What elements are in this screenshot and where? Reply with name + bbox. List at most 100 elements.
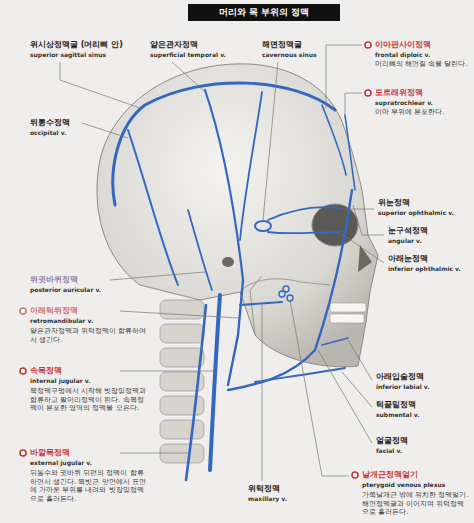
vein [322,338,348,345]
vein [205,90,243,280]
vein [268,207,340,220]
description-note: 머리뼈의 해면질 속을 달린다. [375,60,470,69]
vertebra [160,420,204,439]
vertebra [160,396,204,415]
red-marker [20,308,26,314]
description-note: 이마 부위에 분포한다. [375,108,470,117]
latin-name: occipital v. [30,129,66,137]
latin-name: pterygoid venous plexus [362,481,445,489]
leader-line [82,123,128,138]
orbit [312,204,358,246]
red-marker [365,42,371,48]
vein-name: 아래눈정맥 [388,254,428,264]
latin-name: maxillary v. [248,495,287,503]
latin-name: submental v. [376,411,420,419]
upper-teeth [330,303,366,312]
leader-line [120,453,188,454]
latin-name: retromandibular v. [30,317,93,325]
leader-line [172,62,205,92]
latin-name: superior ophthalmic v. [378,209,454,217]
description-note: 얕은관자정맥과 위턱정맥이 합류하여서 생긴다. [30,327,148,344]
skull-outline [97,64,378,367]
vein [228,280,243,385]
latin-name: inferior labial v. [376,383,430,391]
leader-line [342,209,374,210]
leader-line [348,340,372,380]
vein-name: 턱끝밑정맥 [376,400,416,410]
vertebra [160,300,204,319]
leader-line [263,62,278,220]
veins [113,83,355,480]
vein-name: 위눈정맥 [378,198,410,208]
cavernous-sinus [255,221,271,231]
latin-name: cavernous sinus [262,51,317,59]
latin-name: posterior auricular v. [30,286,101,294]
vertebra [160,444,204,463]
vein-name: 아래턱뒤정맥 [30,306,78,316]
latin-name: facial v. [376,447,402,455]
leader-line [110,272,205,280]
vein-name: 속목정맥 [30,366,62,376]
vein-name: 해면정맥굴 [262,40,302,50]
latin-name: superficial temporal v. [150,51,226,59]
vein-name: 뒤귓바퀴정맥 [30,275,78,285]
vein-name: 바깥목정맥 [30,448,70,458]
vein [345,115,355,190]
vein [228,190,352,390]
description-note: 뒤통수와 귓바퀴 뒤편의 정맥이 합류하면서 생긴다. 목빗근 앞면에서 표면에… [30,469,148,503]
ear-canal [222,257,234,267]
leader-line [342,234,384,263]
latin-name: internal jugular v. [30,377,90,385]
vein [240,302,282,305]
latin-name: supratrochlear v. [375,99,433,107]
vein [255,368,345,382]
mandible-ramus [250,276,262,335]
vein [240,92,262,240]
red-marker [20,368,26,374]
latin-name: external jugular v. [30,459,92,467]
red-marker [352,472,358,478]
leader-line [120,371,213,372]
latin-name: frontal diploic v. [375,51,430,59]
vertebra [160,348,204,367]
vein-name: 위시상정맥굴 (머리뼈 안) [30,40,123,50]
vein-name: 위턱정맥 [248,484,280,494]
nasal-cavity [358,245,372,272]
red-marker [365,90,371,96]
leader-lines [60,45,384,481]
leader-line [60,62,140,108]
vein-name: 아래입술정맥 [376,372,424,382]
latin-name: angular v. [388,237,422,245]
vein [186,305,206,480]
description-note: 가쪽날개근 밖에 위치한 정맥얼기. 해면정맥굴과 이어지며 위턱정맥으로 흘러… [362,491,470,517]
vein [128,130,178,285]
red-marker [20,450,26,456]
description-note: 목정맥구멍에서 시작해 빗장밑정맥과 합류하고 팔머리정맥이 된다. 속목정맥이… [30,387,148,413]
vein-name: 얼굴정맥 [376,436,408,446]
leader-line [262,304,263,481]
vertebra [160,324,204,343]
vein-name: 눈구석정맥 [388,226,428,236]
leader-line [290,300,349,476]
leader-line [318,350,372,443]
leader-line [326,45,362,108]
vein-name: 날개근정맥얼기 [362,470,418,480]
leader-line [342,372,372,407]
diagram-title: 머리와 목 부위의 정맥 [188,4,340,21]
leader-line [120,311,239,318]
latin-name: superior sagittal sinus [30,51,106,59]
vein [188,210,212,290]
latin-name: inferior ophthalmic v. [388,265,461,273]
plexus-loop [283,286,289,292]
vein [210,295,220,470]
vein-name: 뒤통수정맥 [30,118,70,128]
lower-teeth [330,314,364,323]
vein [322,105,346,175]
vein-name: 이마판사이정맥 [375,40,431,50]
vein-name: 얕은관자정맥 [150,40,198,50]
leader-line [345,93,362,118]
vein-name: 도르래위정맥 [375,88,423,98]
vein [268,232,340,233]
markers [20,42,371,478]
